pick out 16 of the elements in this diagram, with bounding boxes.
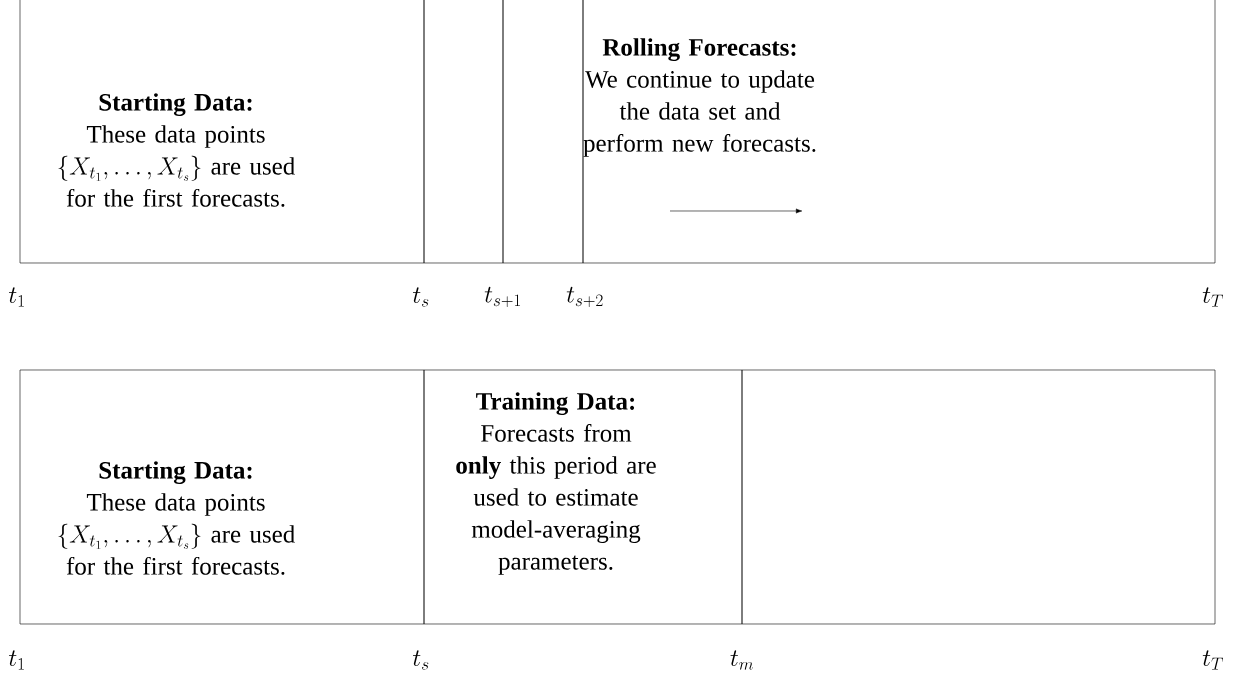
text-cell: Rolling Forecasts: We continue to update the data set and perform new forecasts. [582, 0, 1216, 264]
time-label: $t_{s+2}$ [566, 286, 603, 308]
text-cell: Training Data: Forecasts from only this period are used to estimate model-averaging parameters. [423, 369, 743, 625]
time-label: $t_m$ [730, 650, 754, 670]
time-label: $t_s$ [412, 287, 429, 307]
text-cell: Starting Data: These data points $\{X_{t_1}, \ldots, X_{t_s}\}\ \mbox{are used}$ for the first forecasts. [19, 0, 425, 264]
time-label: $t_{s+1}$ [484, 286, 520, 308]
empty-cell [423, 0, 504, 264]
empty-cell [502, 0, 584, 264]
time-label: $t_T$ [1202, 287, 1223, 307]
time-label: $t_s$ [412, 650, 429, 670]
time-label: $t_T$ [1202, 650, 1223, 670]
time-label: $t_1$ [8, 650, 24, 670]
text-cell: Starting Data: These data points $\{X_{t_1}, \ldots, X_{t_s}\}\ \mbox{are used}$ for the first forecasts. [19, 369, 425, 625]
empty-cell [741, 369, 1216, 625]
time-label: $t_1$ [8, 287, 24, 307]
